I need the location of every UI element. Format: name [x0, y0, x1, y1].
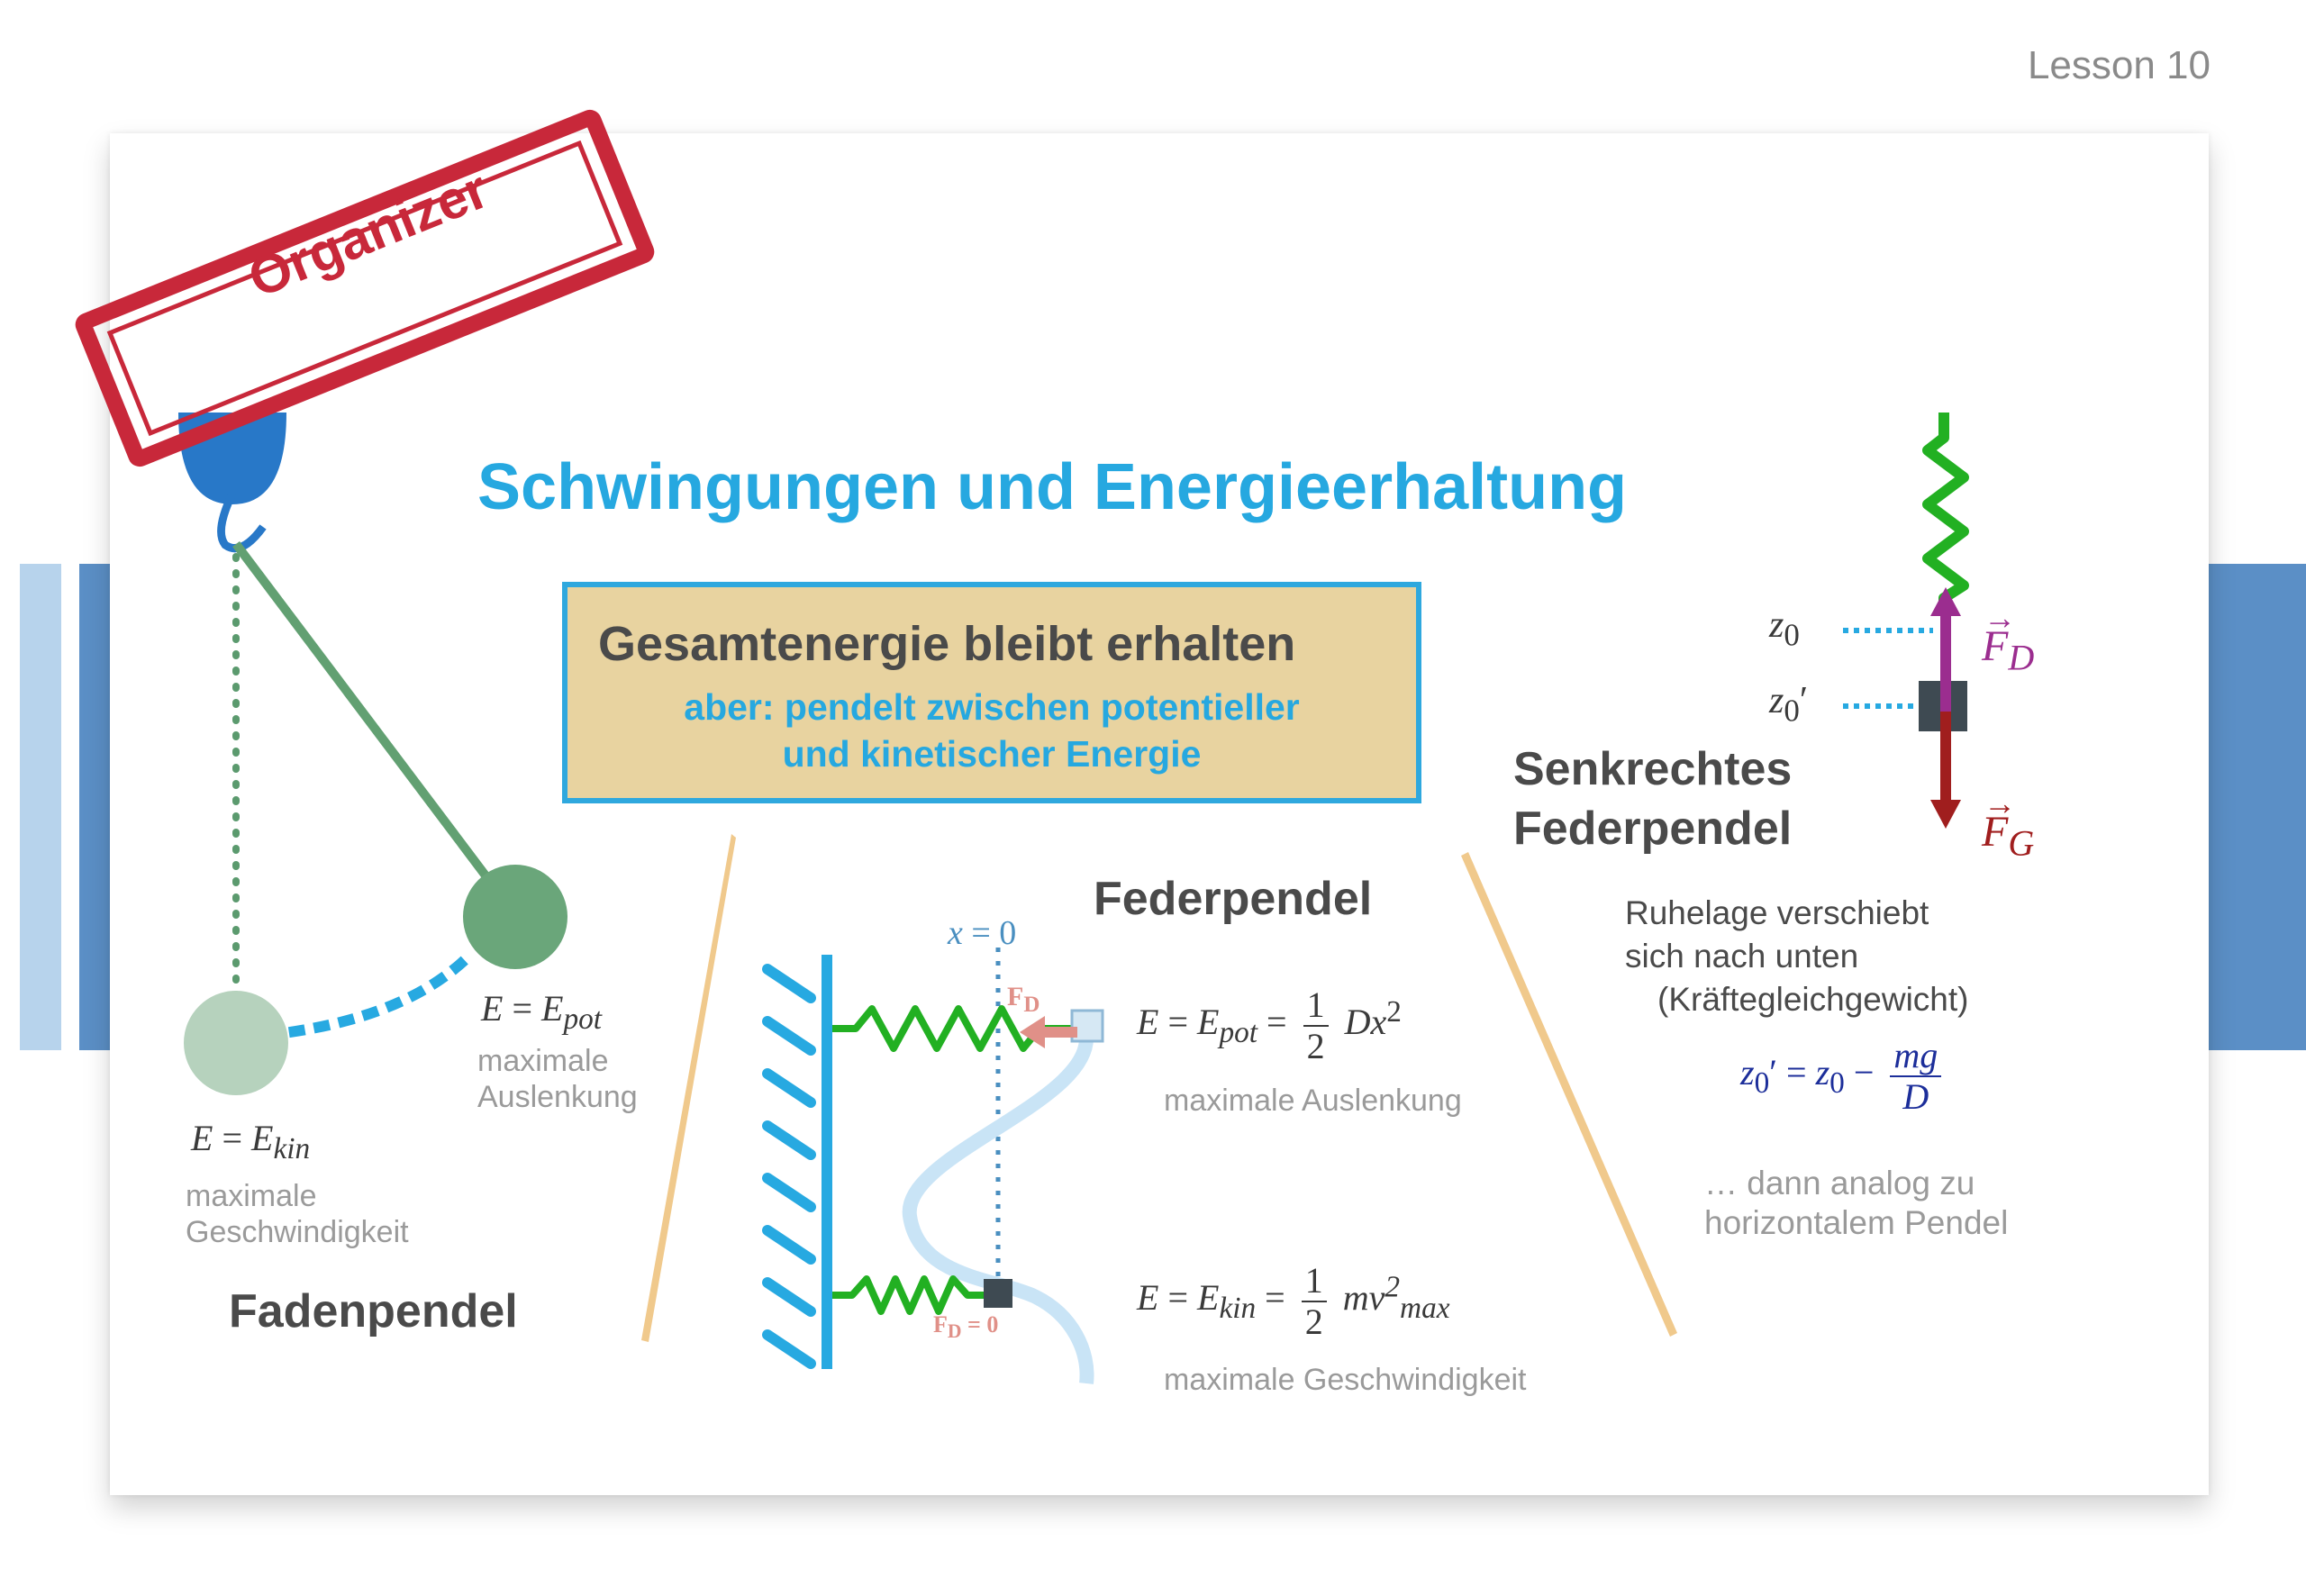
senkrecht-text-3: (Kräftegleichgewicht)	[1657, 981, 1969, 1018]
slide-title: Schwingungen und Energieerhaltung	[477, 451, 1628, 523]
organizer-stamp	[75, 109, 655, 467]
fd-label: F→D	[1982, 600, 2035, 678]
right-band	[2205, 564, 2306, 1050]
box-heading: Gesamtenergie bleibt erhalten	[598, 617, 1296, 671]
separator-left	[641, 834, 736, 1342]
spring-top	[832, 1005, 1072, 1052]
pendulum-string	[232, 540, 508, 904]
vertical-spring	[1922, 413, 1969, 609]
feder-heading: Federpendel	[1094, 873, 1373, 925]
feder-pot-caption: maximale Auslenkung	[1164, 1084, 1462, 1118]
senkrecht-analog-1: … dann analog zu	[1704, 1165, 1975, 1202]
force-fd-arrowhead	[1930, 587, 1961, 616]
faden-heading: Fadenpendel	[229, 1285, 518, 1338]
z0prime-label: z0′	[1769, 680, 1809, 729]
z0-label: z0	[1769, 604, 1800, 653]
faden-pot-caption-2: Auslenkung	[477, 1080, 638, 1114]
feder-kin-caption: maximale Geschwindigkeit	[1164, 1363, 1527, 1397]
fg-label: F→G	[1982, 785, 2035, 864]
senkrecht-text-1: Ruhelage verschiebt	[1625, 894, 1929, 931]
senkrecht-analog-2: horizontalem Pendel	[1704, 1204, 2009, 1241]
feder-zero-force-label: FD = 0	[933, 1311, 999, 1343]
faden-kin-caption-1: maximale	[186, 1179, 317, 1213]
energy-box: Gesamtenergie bleibt erhalten aber: pend…	[562, 582, 1421, 803]
formula-num: mg	[1893, 1035, 1938, 1075]
faden-kin-formula: E = Ekin	[191, 1118, 311, 1165]
wall-hatching	[762, 964, 816, 1369]
senkrecht-heading-2: Federpendel	[1513, 803, 1793, 855]
formula-den: D	[1902, 1076, 1929, 1117]
box-line-1: aber: pendelt zwischen potentieller	[684, 686, 1300, 728]
separator-right	[1461, 852, 1677, 1337]
faden-pot-caption-1: maximale	[477, 1044, 609, 1078]
senkrecht-heading-1: Senkrechtes	[1513, 743, 1793, 795]
left-band-light	[20, 564, 61, 1050]
spring-bottom	[832, 1275, 991, 1315]
mass-bottom	[984, 1279, 1012, 1308]
force-arrowhead	[1020, 1016, 1045, 1048]
trajectory-wave	[902, 1024, 1094, 1384]
feder-force-label: FD	[1007, 982, 1040, 1017]
force-fg-arrowhead	[1930, 800, 1961, 829]
pendulum-bob-displaced	[463, 865, 567, 969]
feder-axis-label: x = 0	[948, 914, 1017, 952]
pendulum-bob-rest	[184, 991, 288, 1095]
left-band-dark	[79, 564, 115, 1050]
hook-curve-icon	[217, 492, 267, 553]
lesson-label: Lesson 10	[2027, 43, 2211, 87]
slide-card	[110, 133, 2209, 1495]
faden-pot-formula: E = Epot	[481, 988, 603, 1036]
box-line-2: und kinetischer Energie	[782, 733, 1202, 775]
senkrecht-text-2: sich nach unten	[1625, 938, 1859, 975]
faden-kin-caption-2: Geschwindigkeit	[186, 1215, 409, 1249]
